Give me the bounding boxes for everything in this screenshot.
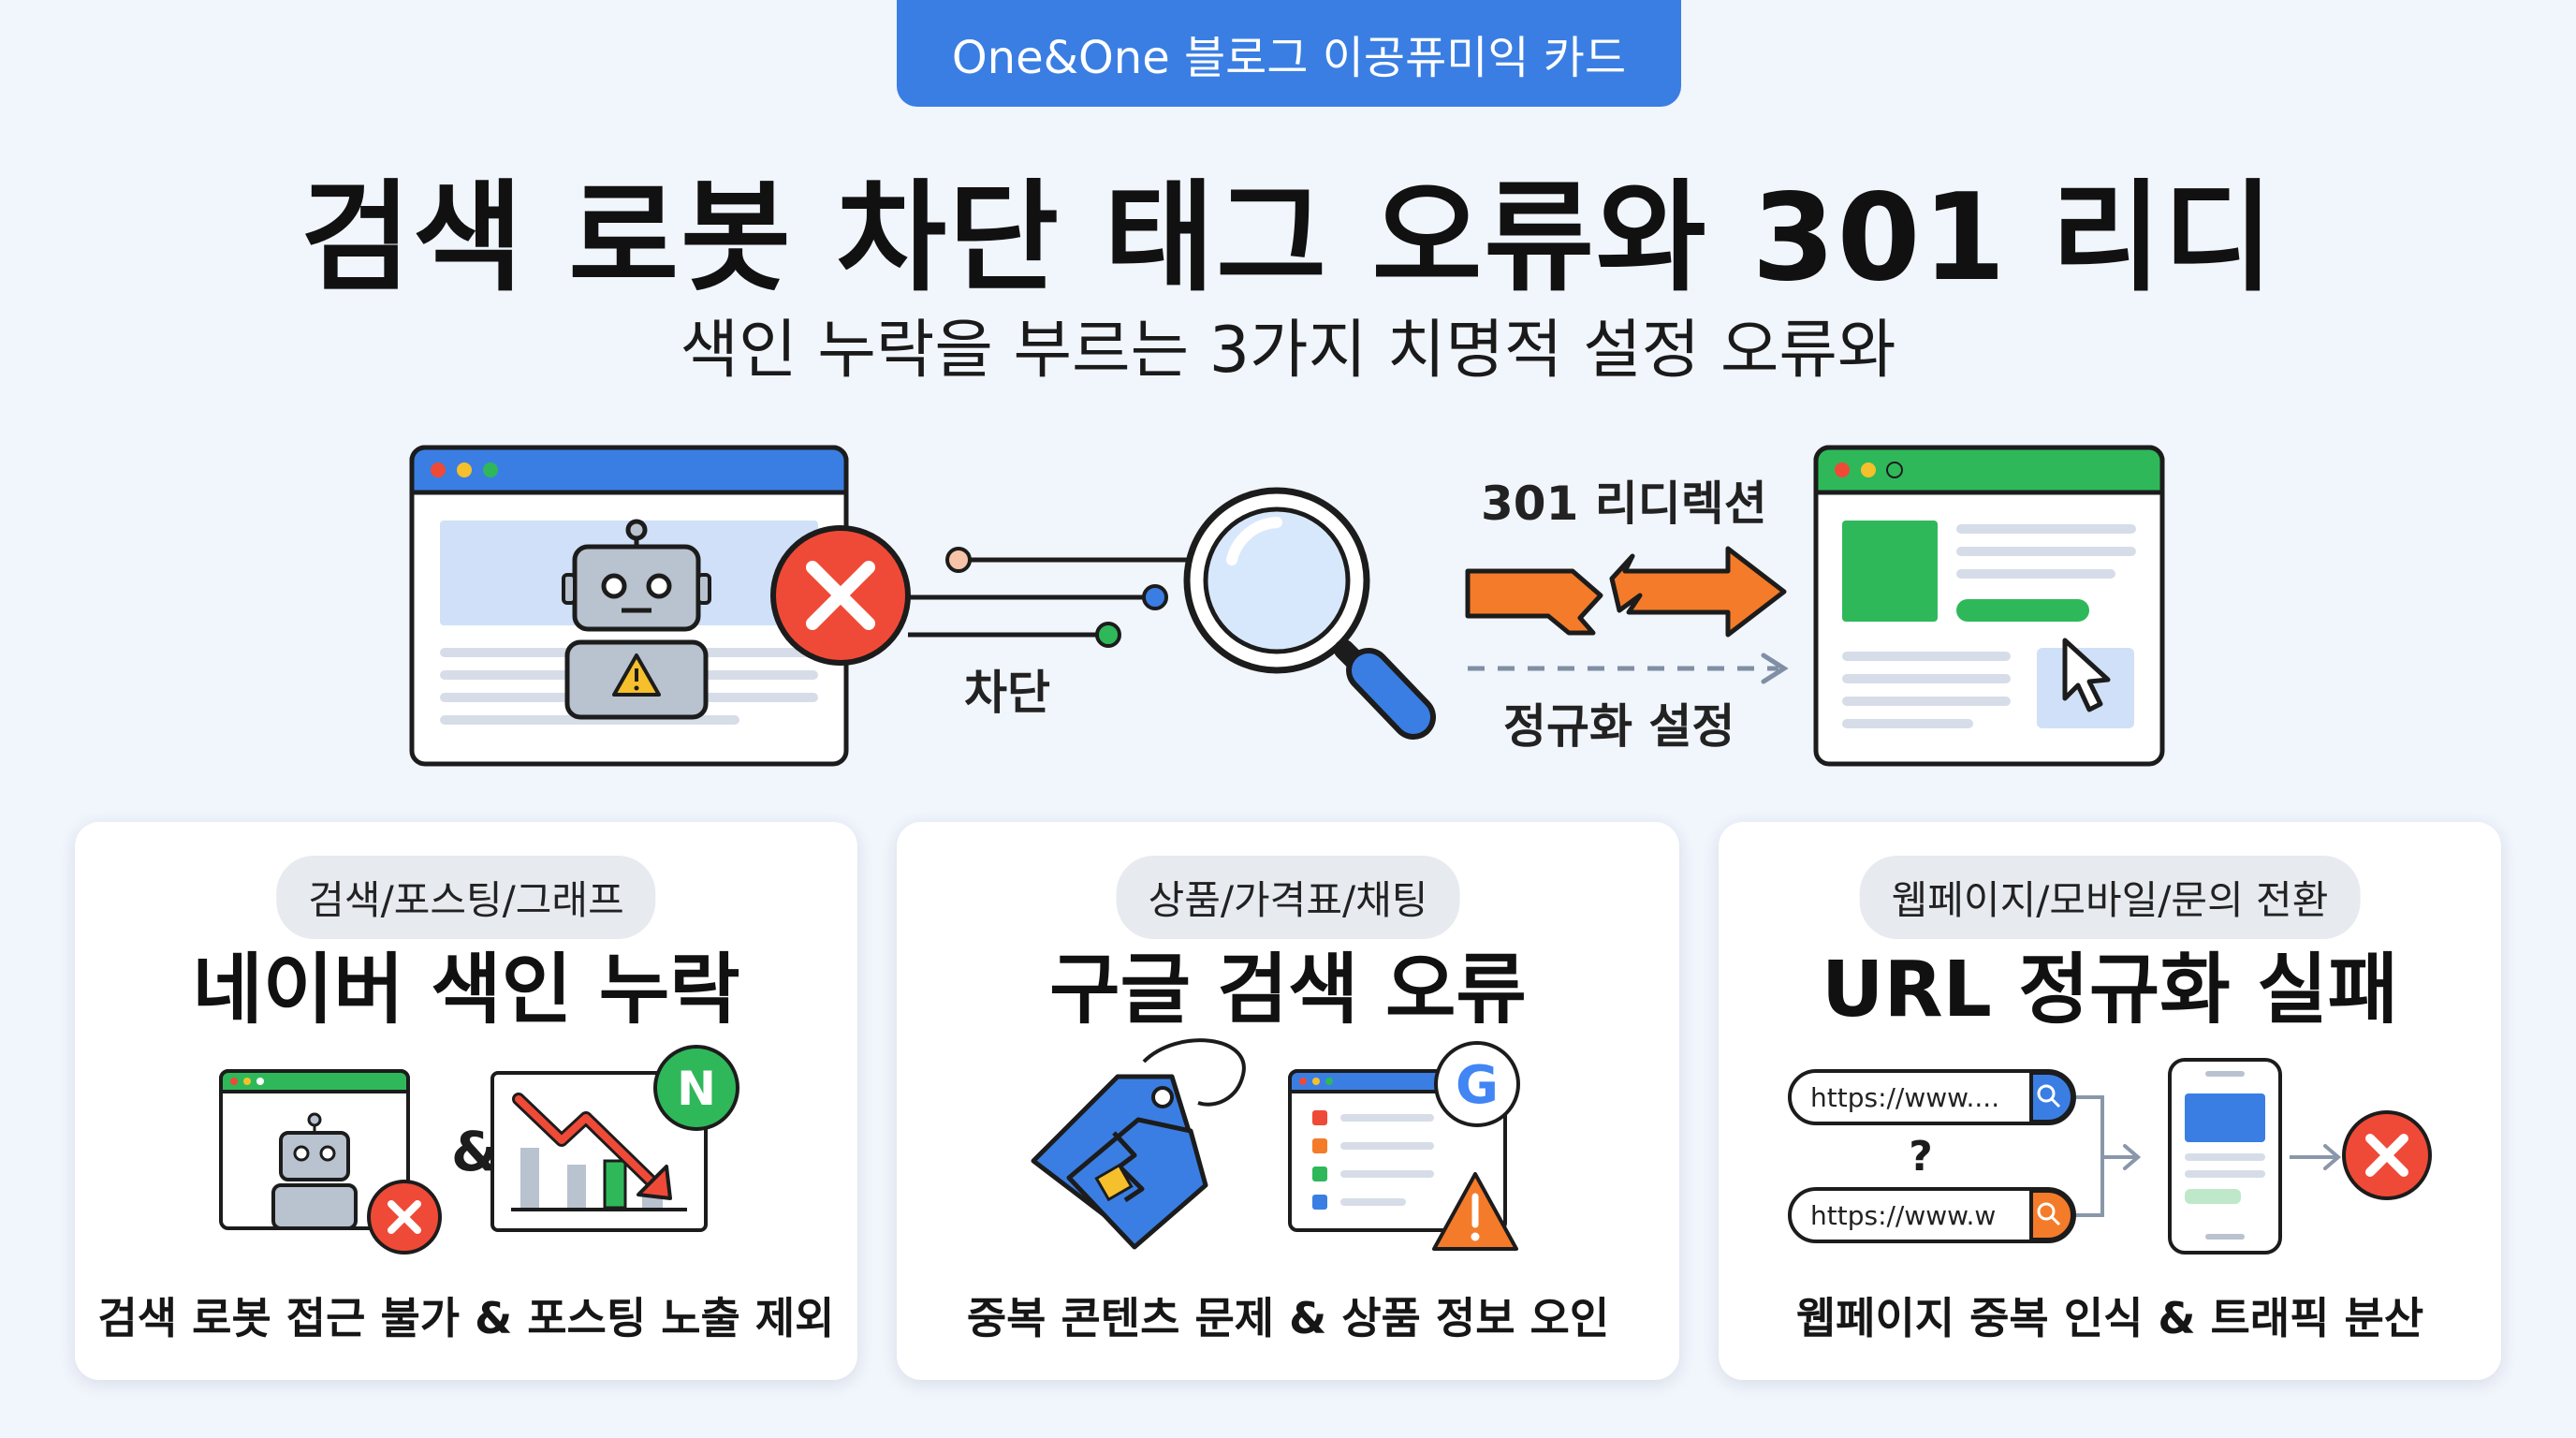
warning-triangle-icon bbox=[1432, 1172, 1518, 1251]
search-icon bbox=[2037, 1084, 2056, 1103]
url-illustration: https://www.... ? https://www.w bbox=[1788, 1058, 2432, 1255]
card-description: 웹페이지 중복 인식 & 트래픽 분산 bbox=[1795, 1293, 2424, 1343]
card-tag: 검색/포스팅/그래프 bbox=[276, 856, 656, 939]
robot-icon bbox=[562, 519, 711, 720]
naver-logo-icon: N bbox=[653, 1045, 739, 1131]
robot-browser-icon bbox=[219, 1069, 410, 1230]
card-title: URL 정규화 실패 bbox=[1821, 946, 2399, 1034]
page-title: 검색 로봇 차단 태그 오류와 301 리디 bbox=[300, 169, 2276, 308]
card-title: 구글 검색 오류 bbox=[1049, 946, 1527, 1034]
broken-price-tag-icon bbox=[1031, 1038, 1246, 1250]
svg-text:https://www....: https://www.... bbox=[1810, 1082, 1999, 1113]
error-x-icon bbox=[367, 1180, 442, 1255]
connection-lines bbox=[908, 547, 1208, 648]
header-badge: One&One 블로그 이공퓨미익 카드 bbox=[897, 0, 1681, 107]
card-title: 네이버 색인 누락 bbox=[192, 946, 740, 1034]
svg-text:G: G bbox=[1456, 1055, 1499, 1116]
dashed-canonical-arrow-icon bbox=[1468, 653, 1789, 684]
card-tag: 웹페이지/모바일/문의 전환 bbox=[1859, 856, 2361, 939]
declining-graph-icon bbox=[490, 1071, 708, 1232]
magnifier-icon bbox=[1183, 487, 1436, 740]
merge-arrow-icon bbox=[2076, 1095, 2142, 1217]
target-browser-window bbox=[1813, 445, 2165, 767]
card-description: 검색 로봇 접근 불가 & 포스팅 노출 제외 bbox=[97, 1293, 835, 1343]
canonical-label: 정규화 설정 bbox=[1503, 699, 1735, 754]
url-bar-b: https://www.w bbox=[1788, 1187, 2076, 1243]
broken-redirect-arrow-icon bbox=[1465, 546, 1787, 638]
fail-x-icon bbox=[2342, 1110, 2432, 1200]
google-illustration: G bbox=[1031, 1038, 1520, 1251]
block-x-icon bbox=[770, 525, 911, 666]
cursor-icon bbox=[2062, 638, 2111, 712]
url-bar-a: https://www.... bbox=[1788, 1069, 2076, 1125]
card-tag: 상품/가격표/채팅 bbox=[1116, 856, 1460, 939]
page-subtitle: 색인 누락을 부르는 3가지 치명적 설정 오류와 bbox=[680, 314, 1896, 388]
card-description: 중복 콘텐츠 문제 & 상품 정보 오인 bbox=[966, 1293, 1610, 1343]
search-icon bbox=[2037, 1202, 2056, 1221]
redirect-label: 301 리디렉션 bbox=[1481, 477, 1767, 531]
card-naver-index: 검색/포스팅/그래프 네이버 색인 누락 & bbox=[75, 822, 857, 1380]
naver-illustration: & N bbox=[219, 1045, 739, 1255]
google-logo-icon: G bbox=[1434, 1041, 1520, 1127]
block-label: 차단 bbox=[964, 666, 1050, 720]
mobile-phone-icon bbox=[2168, 1058, 2282, 1255]
svg-text:N: N bbox=[677, 1062, 716, 1116]
card-google-error: 상품/가격표/채팅 구글 검색 오류 G bbox=[897, 822, 1679, 1380]
svg-text:https://www.w: https://www.w bbox=[1810, 1200, 1996, 1231]
question-mark: ? bbox=[1909, 1133, 1933, 1181]
forward-arrow-icon bbox=[2290, 1144, 2342, 1170]
card-url-canonical: 웹페이지/모바일/문의 전환 URL 정규화 실패 https://www...… bbox=[1719, 822, 2501, 1380]
hero-illustration bbox=[409, 445, 2165, 767]
